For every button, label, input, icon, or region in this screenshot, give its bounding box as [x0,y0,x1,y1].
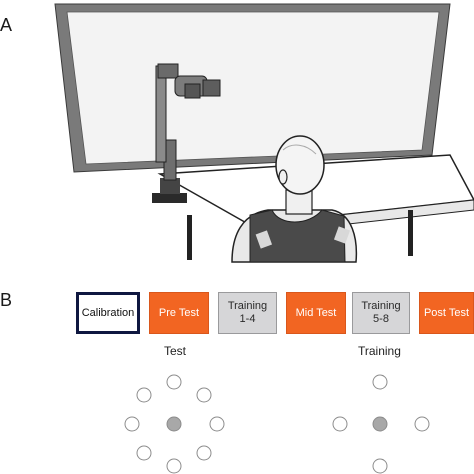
test-outer-target [196,387,212,403]
training-1-4-stage: Training 1-4 [218,292,277,334]
test-outer-target [209,416,225,432]
robot-arm-experiment-illustration [54,3,474,263]
test-center-target [166,416,182,432]
training-outer-target [372,458,388,474]
calibration-stage: Calibration [76,292,140,334]
training-outer-target [414,416,430,432]
post-test-stage: Post Test [419,292,474,334]
test-outer-target [166,374,182,390]
test-outer-target [166,458,182,474]
participant [231,135,358,263]
training-outer-target [372,374,388,390]
panel-label-b: B [0,290,13,310]
test-outer-target [136,387,152,403]
mid-test-stage: Mid Test [286,292,346,334]
training-group-label: Training [358,344,401,358]
training-target-layout [332,374,430,474]
test-outer-target [196,445,212,461]
test-group-label: Test [164,344,187,358]
test-outer-target [124,416,140,432]
training-center-target [372,416,388,432]
robot-arm [152,63,221,203]
panel-label-a: A [0,15,13,35]
test-outer-target [136,445,152,461]
test-target-layout [124,374,225,474]
pre-test-stage: Pre Test [149,292,209,334]
training-outer-target [332,416,348,432]
projection-screen [54,3,451,173]
training-5-8-stage: Training 5-8 [352,292,410,334]
